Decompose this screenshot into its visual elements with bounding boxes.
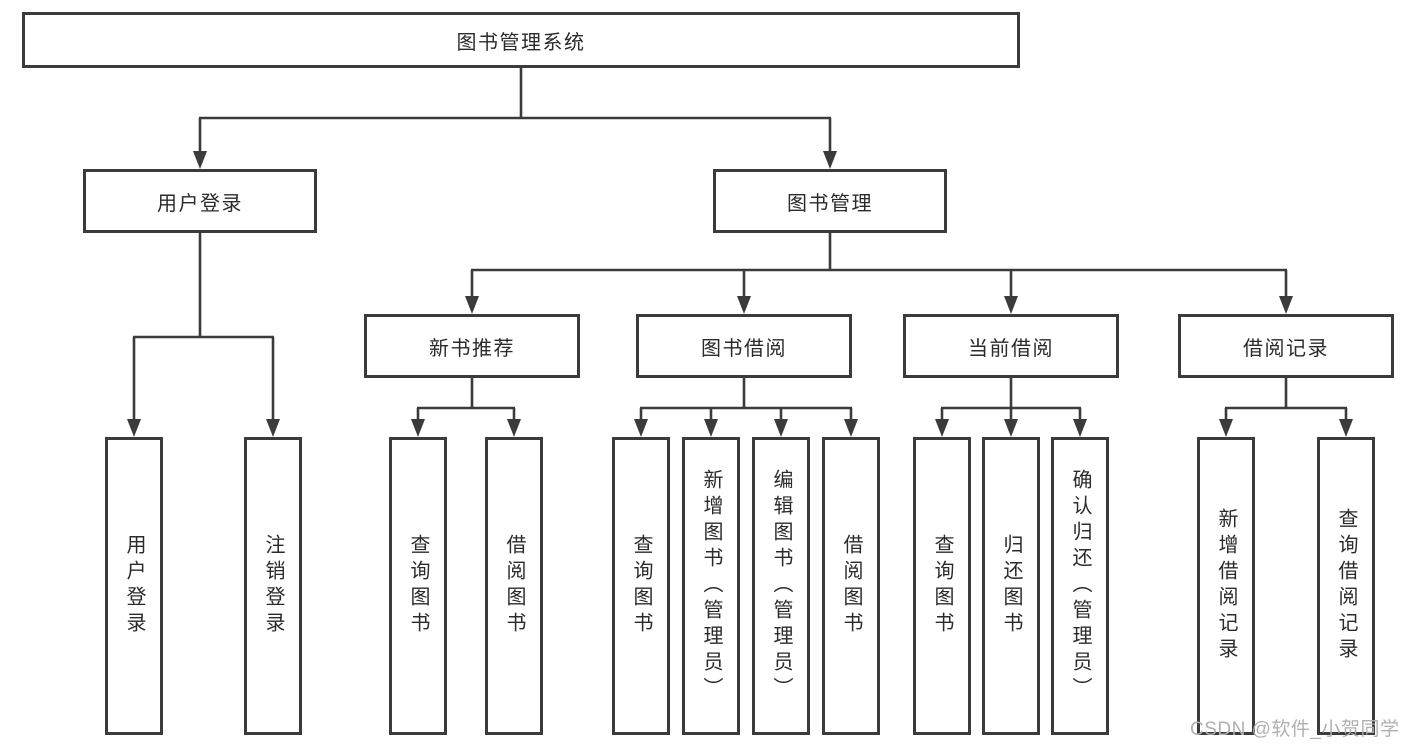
leaf-query-borrow-record: 查询借阅记录 xyxy=(1317,437,1375,735)
leaf-user-login: 用户登录 xyxy=(105,437,163,735)
leaf-add-books-admin-label: 新增图书（管理员） xyxy=(700,469,722,703)
node-current-borrowing: 当前借阅 xyxy=(903,314,1119,378)
leaf-borrow-books-recommend-label: 借阅图书 xyxy=(503,534,525,638)
leaf-borrow-books-borrowing: 借阅图书 xyxy=(822,437,880,735)
node-borrowing-records-label: 借阅记录 xyxy=(1243,337,1329,360)
leaf-add-borrow-record: 新增借阅记录 xyxy=(1197,437,1255,735)
node-user-login-label: 用户登录 xyxy=(157,192,243,215)
connector-user-login-to-leaves xyxy=(127,233,280,437)
leaf-query-books-current: 查询图书 xyxy=(913,437,971,735)
leaf-query-books-recommend-label: 查询图书 xyxy=(407,534,429,638)
connector-root-to-level2 xyxy=(193,68,837,169)
leaf-borrow-books-recommend: 借阅图书 xyxy=(485,437,543,735)
leaf-query-books-borrowing: 查询图书 xyxy=(612,437,670,735)
connector-book-management-to-level3 xyxy=(465,233,1293,314)
csdn-watermark: CSDN @软件_小贺同学 xyxy=(1190,719,1400,740)
leaf-query-books-current-label: 查询图书 xyxy=(931,534,953,638)
node-user-login: 用户登录 xyxy=(83,169,317,233)
leaf-edit-books-admin: 编辑图书（管理员） xyxy=(752,437,810,735)
leaf-query-borrow-record-label: 查询借阅记录 xyxy=(1335,508,1357,664)
leaf-logout: 注销登录 xyxy=(244,437,302,735)
connector-borrowing-records-to-leaves xyxy=(1219,378,1353,437)
node-book-borrowing-label: 图书借阅 xyxy=(701,337,787,360)
leaf-add-books-admin: 新增图书（管理员） xyxy=(682,437,740,735)
leaf-query-books-borrowing-label: 查询图书 xyxy=(630,534,652,638)
node-root-label: 图书管理系统 xyxy=(456,31,586,54)
leaf-query-books-recommend: 查询图书 xyxy=(389,437,447,735)
connector-current-borrowing-to-leaves xyxy=(935,378,1087,437)
leaf-return-books-label: 归还图书 xyxy=(1000,534,1022,638)
leaf-borrow-books-borrowing-label: 借阅图书 xyxy=(840,534,862,638)
node-borrowing-records: 借阅记录 xyxy=(1178,314,1394,378)
leaf-return-books: 归还图书 xyxy=(982,437,1040,735)
leaf-confirm-return-admin: 确认归还（管理员） xyxy=(1051,437,1109,735)
connector-new-book-recommend-to-leaves xyxy=(411,378,521,437)
connector-book-borrowing-to-leaves xyxy=(634,378,858,437)
node-new-book-recommend: 新书推荐 xyxy=(364,314,580,378)
leaf-user-login-label: 用户登录 xyxy=(123,534,145,638)
leaf-logout-label: 注销登录 xyxy=(262,534,284,638)
node-book-borrowing: 图书借阅 xyxy=(636,314,852,378)
node-book-management: 图书管理 xyxy=(713,169,947,233)
leaf-edit-books-admin-label: 编辑图书（管理员） xyxy=(770,469,792,703)
node-new-book-recommend-label: 新书推荐 xyxy=(429,337,515,360)
leaf-add-borrow-record-label: 新增借阅记录 xyxy=(1215,508,1237,664)
node-root: 图书管理系统 xyxy=(22,12,1020,68)
node-book-management-label: 图书管理 xyxy=(787,192,873,215)
leaf-confirm-return-admin-label: 确认归还（管理员） xyxy=(1069,469,1091,703)
node-current-borrowing-label: 当前借阅 xyxy=(968,337,1054,360)
